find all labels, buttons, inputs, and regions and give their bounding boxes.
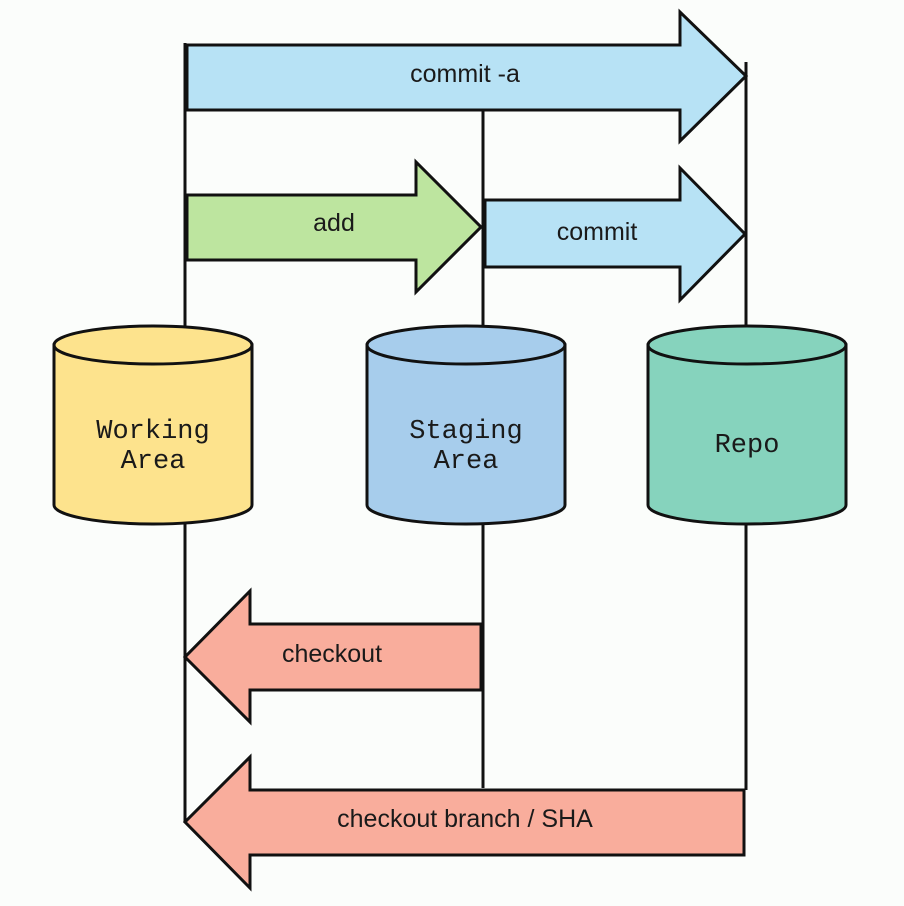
staging-area-label-line2: Area (434, 447, 499, 477)
working-area-label-line2: Area (121, 447, 186, 477)
checkout-branch-arrow: checkout branch / SHA (182, 753, 746, 892)
commit-arrow-shape (483, 164, 748, 304)
repo-label: Repo (715, 431, 780, 461)
connector-lines (183, 43, 748, 822)
staging-area-store: Staging Area (365, 324, 567, 526)
commit-arrow: commit (483, 164, 748, 304)
checkout-branch-label: checkout branch / SHA (337, 805, 593, 833)
add-label: add (313, 209, 355, 237)
working-area-cylinder-top (52, 324, 254, 366)
staging-area-label-line1: Staging (409, 417, 522, 447)
commit-a-arrow-shape (185, 8, 749, 145)
repo-cylinder-body (646, 343, 848, 526)
commit-a-arrow: commit -a (185, 8, 749, 145)
commit-a-label: commit -a (410, 60, 520, 88)
working-area-store: Working Area (52, 324, 254, 526)
staging-area-cylinder-top (365, 324, 567, 366)
working-area-label-line1: Working (96, 417, 209, 447)
commit-label: commit (557, 218, 638, 246)
checkout-arrow: checkout (182, 587, 483, 726)
add-arrow-shape (185, 158, 484, 296)
checkout-branch-arrow-shape (182, 753, 746, 892)
working-area-cylinder-body (52, 343, 254, 526)
staging-area-cylinder-body (365, 343, 567, 526)
repo-cylinder-top (646, 324, 848, 366)
checkout-arrow-shape (182, 587, 483, 726)
add-arrow: add (185, 158, 484, 296)
checkout-label: checkout (282, 640, 382, 668)
repo-store: Repo (646, 324, 848, 526)
